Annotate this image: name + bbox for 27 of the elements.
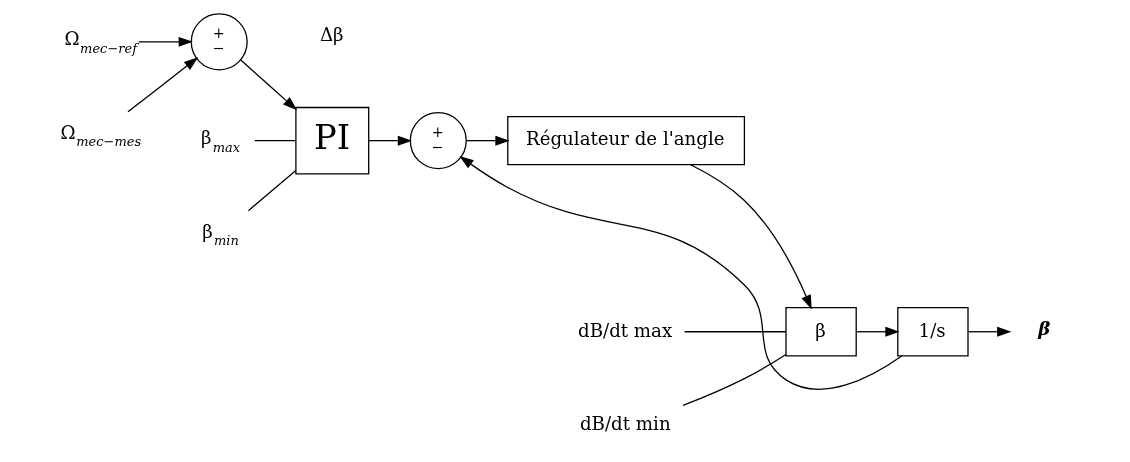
arrow <box>855 326 900 337</box>
arrow <box>465 135 510 146</box>
node-text: β$_{min}$ <box>202 220 239 249</box>
connector <box>683 331 787 333</box>
node-circle: + − <box>409 112 467 170</box>
arrow <box>138 36 193 47</box>
node-text: Ω$_{mec−ref}$ <box>64 28 138 56</box>
arrow <box>240 59 298 111</box>
node-text: β <box>1038 318 1051 340</box>
node-text: dB/dt max <box>578 319 673 341</box>
node-box: β <box>785 307 857 357</box>
node-text: Ω$_{mec−mes}$ <box>60 121 142 150</box>
arrow <box>459 155 903 390</box>
node-box: 1/s <box>897 307 969 357</box>
connector <box>247 170 297 212</box>
connector <box>682 353 787 407</box>
node-box: PI <box>295 106 370 175</box>
arrow <box>127 57 199 113</box>
node-text: dB/dt min <box>579 413 671 435</box>
arrow <box>967 326 1012 337</box>
node-box: Régulateur de l'angle <box>507 115 746 166</box>
node-circle: + − <box>190 13 248 71</box>
label: Δβ <box>319 24 344 46</box>
arrow <box>368 135 413 146</box>
node-text: β$_{max}$ <box>201 127 241 155</box>
connector <box>254 140 297 142</box>
arrow <box>689 164 812 310</box>
